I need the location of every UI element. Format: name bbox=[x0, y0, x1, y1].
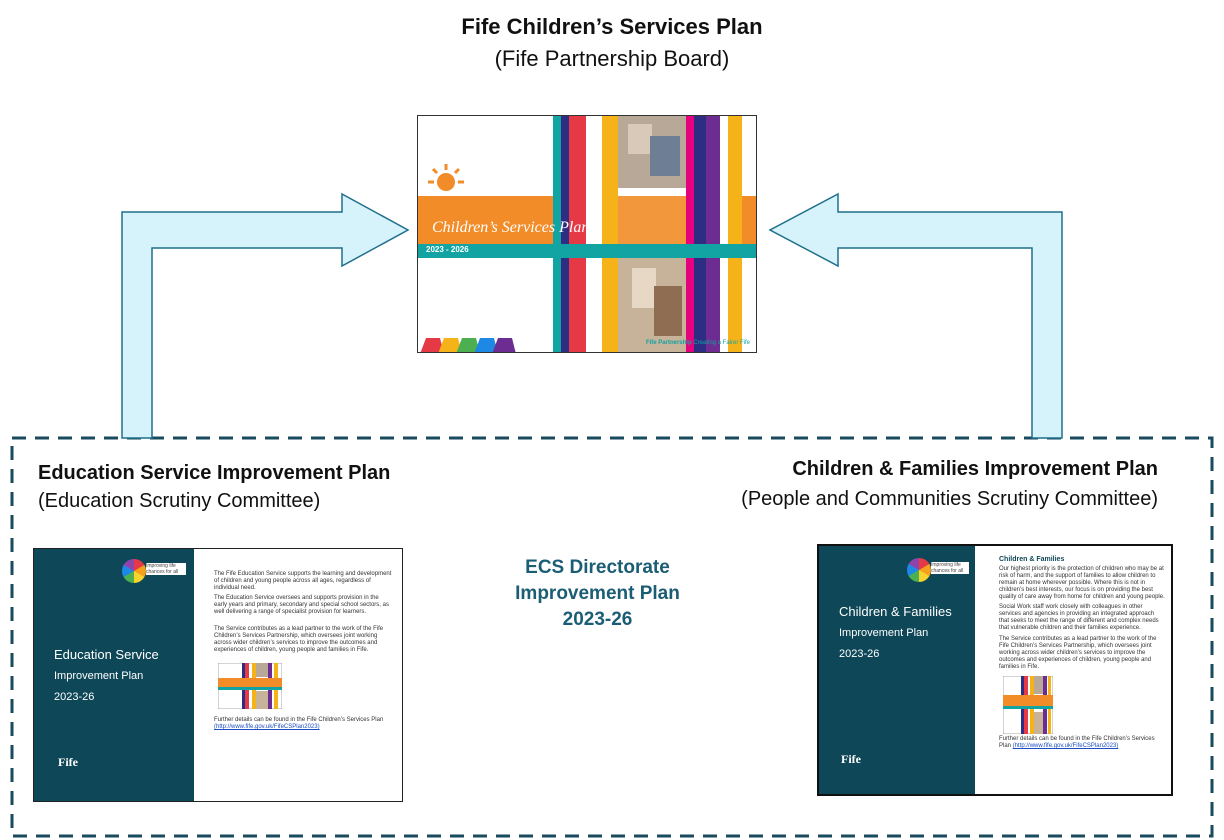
improving-life-chances-logo bbox=[907, 558, 931, 582]
directorate-line2: Improvement Plan bbox=[515, 583, 680, 604]
cover-footer-brand: Fife Partnership bbox=[645, 340, 692, 346]
doc-further-details: Further details can be found in the Fife… bbox=[214, 717, 392, 731]
doc-further-details: Further details can be found in the Fife… bbox=[999, 736, 1165, 750]
doc-heading-2: Improvement Plan bbox=[54, 670, 144, 682]
further-text: Further details can be found in the Fife… bbox=[999, 736, 1155, 749]
directorate-plan-label: ECS Directorate Improvement Plan 2023-26 bbox=[470, 555, 725, 633]
doc-text-panel: The Fife Education Service supports the … bbox=[214, 549, 394, 801]
education-plan-title: Education Service Improvement Plan bbox=[38, 462, 391, 484]
sun-icon bbox=[428, 164, 464, 191]
logo-tagline: Improving life chances for all bbox=[931, 562, 969, 574]
csp-link[interactable]: (http://www.fife.gov.uk/FifeCSPlan2023) bbox=[1012, 743, 1119, 749]
cover-footer: Fife Partnership Creating a Fairer Fife bbox=[646, 340, 750, 346]
doc-para-2: Social Work staff work closely with coll… bbox=[999, 604, 1159, 631]
families-plan-document: Improving life chances for all Children … bbox=[817, 544, 1173, 796]
cover-bottom-tabs bbox=[420, 338, 516, 352]
doc-para-3: The Service contributes as a lead partne… bbox=[999, 636, 1157, 670]
doc-years: 2023-26 bbox=[839, 648, 880, 660]
fife-council-logo: Fife bbox=[841, 752, 861, 766]
families-plan-title: Children & Families Improvement Plan bbox=[792, 458, 1158, 480]
families-plan-committee: (People and Communities Scrutiny Committ… bbox=[741, 488, 1158, 510]
mini-cover-thumbnail bbox=[218, 663, 282, 709]
cover-years: 2023 - 2026 bbox=[426, 245, 469, 254]
logo-tagline: Improving life chances for all bbox=[146, 563, 186, 575]
education-plan-committee: (Education Scrutiny Committee) bbox=[38, 490, 321, 512]
plan-subtitle: (Fife Partnership Board) bbox=[494, 46, 730, 71]
directorate-line1: ECS Directorate bbox=[525, 557, 670, 578]
improving-life-chances-logo bbox=[122, 559, 146, 583]
education-plan-document: Improving life chances for all Education… bbox=[33, 548, 403, 802]
doc-para-2: The Education Service oversees and suppo… bbox=[214, 595, 389, 615]
doc-para-1: The Fife Education Service supports the … bbox=[214, 571, 392, 591]
doc-heading-1: Education Service bbox=[54, 647, 159, 662]
cover-artwork bbox=[418, 116, 756, 352]
doc-heading-1: Children & Families bbox=[839, 604, 952, 619]
left-arrow bbox=[121, 192, 410, 439]
mini-cover-thumbnail bbox=[1003, 676, 1053, 734]
plan-title: Fife Children’s Services Plan bbox=[461, 14, 763, 39]
doc-section-title: Children & Families bbox=[999, 556, 1065, 563]
right-arrow bbox=[768, 192, 1063, 439]
doc-cover-panel: Improving life chances for all Education… bbox=[34, 549, 194, 801]
csp-link[interactable]: (http://www.fife.gov.uk/FifeCSPlan2023) bbox=[214, 724, 320, 730]
doc-heading-2: Improvement Plan bbox=[839, 627, 929, 639]
cover-title: Children’s Services Plan bbox=[432, 219, 590, 236]
doc-para-1: Our highest priority is the protection o… bbox=[999, 566, 1165, 600]
doc-text-panel: Children & Families Our highest priority… bbox=[999, 546, 1167, 794]
directorate-line3: 2023-26 bbox=[562, 609, 633, 630]
doc-years: 2023-26 bbox=[54, 691, 95, 703]
doc-para-3: The Service contributes as a lead partne… bbox=[214, 626, 384, 653]
childrens-services-plan-cover: Children’s Services Plan 2023 - 2026 Fif… bbox=[417, 115, 757, 353]
directorate-dashed-border bbox=[10, 436, 1214, 838]
fife-council-logo: Fife bbox=[58, 755, 78, 769]
doc-cover-panel: Improving life chances for all Children … bbox=[819, 546, 975, 794]
cover-footer-tag: Creating a Fairer Fife bbox=[693, 340, 750, 346]
further-text: Further details can be found in the Fife… bbox=[214, 717, 384, 723]
